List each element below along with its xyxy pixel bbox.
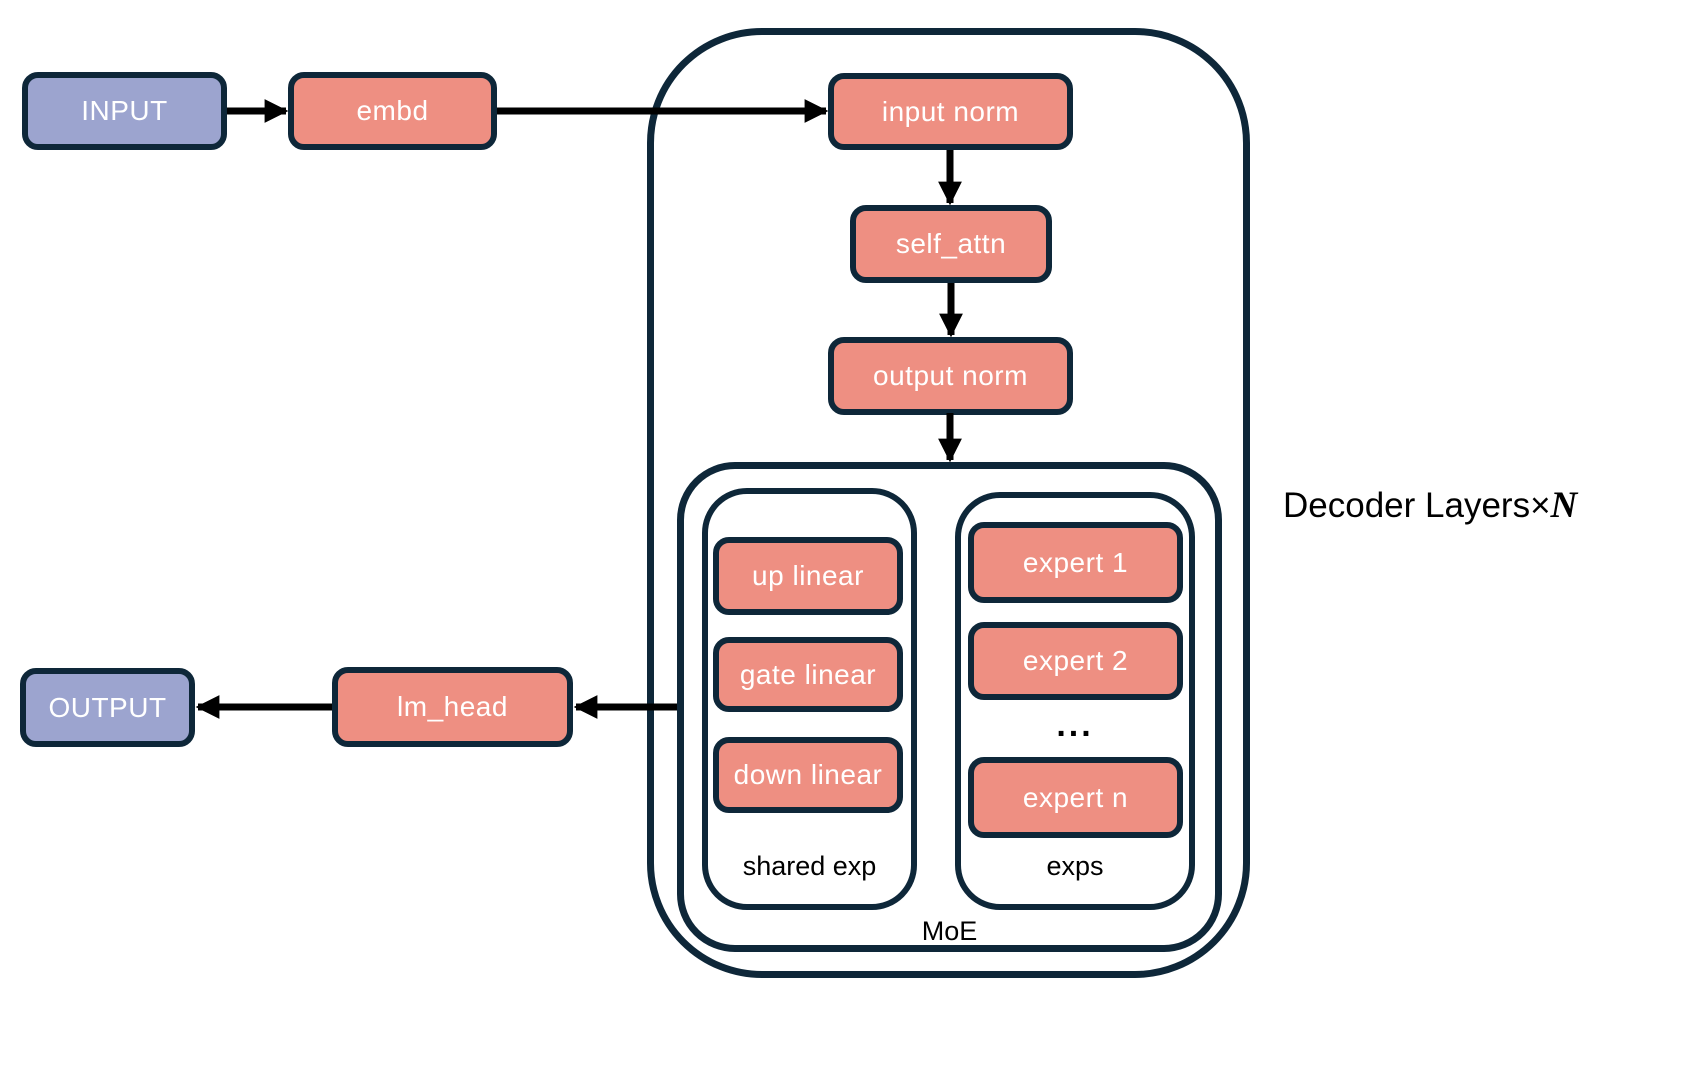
input-norm-node: input norm [828, 73, 1073, 150]
shared-exp-label: shared exp [742, 850, 877, 881]
output-norm-node: output norm [828, 337, 1073, 415]
input-node: INPUT [22, 72, 227, 150]
output-node: OUTPUT [20, 668, 195, 747]
expert-2-node: expert 2 [968, 622, 1183, 700]
gate-linear-node: gate linear [713, 637, 903, 712]
exps-label: exps [1046, 850, 1104, 881]
times-symbol: × [1530, 486, 1551, 525]
decoder-layers-caption-text: Decoder Layers [1283, 486, 1531, 525]
up-linear-node: up linear [713, 537, 903, 615]
n-symbol: N [1550, 485, 1578, 526]
expert-n-node: expert n [968, 757, 1183, 838]
decoder-layers-caption: Decoder Layers×N [1283, 484, 1577, 527]
lm-head-node: lm_head [332, 667, 573, 747]
down-linear-node: down linear [713, 737, 903, 813]
expert-1-node: expert 1 [968, 522, 1183, 603]
moe-label: MoE [921, 915, 978, 946]
embd-node: embd [288, 72, 497, 150]
self-attn-node: self_attn [850, 205, 1052, 283]
experts-ellipsis: ... [1056, 705, 1094, 744]
